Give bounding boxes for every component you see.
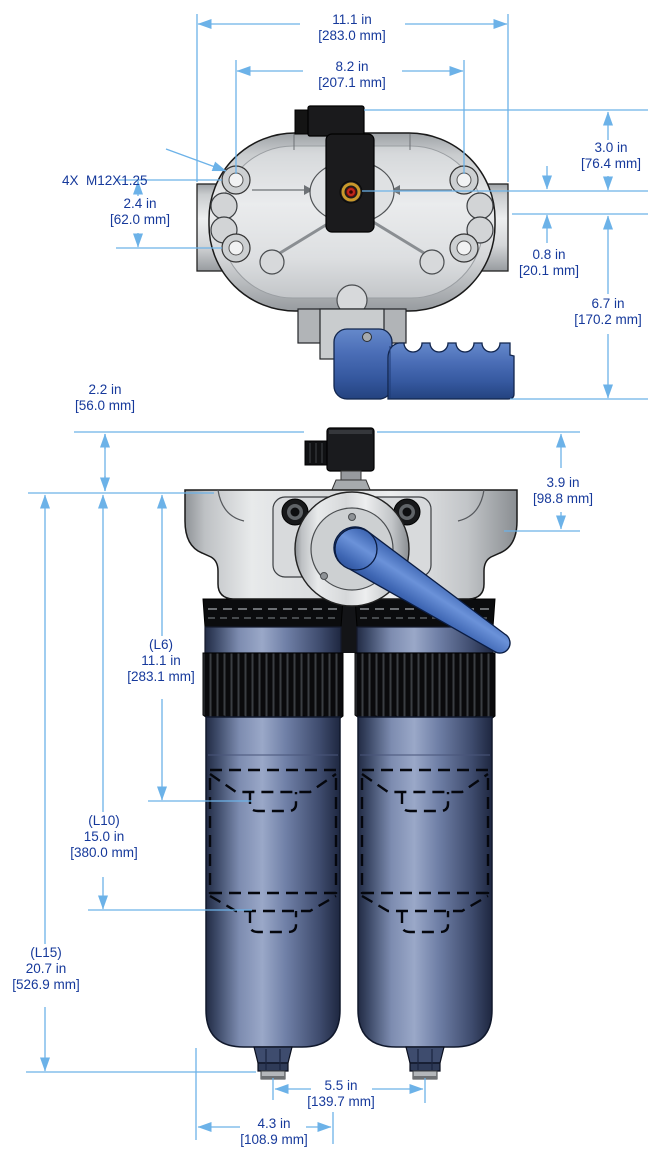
- value-mm: [20.1 mm]: [518, 263, 580, 278]
- front-view: [184, 427, 518, 1081]
- differential-indicator: [339, 180, 363, 204]
- dim-bolt-vertical: 2.4 in [62.0 mm]: [110, 196, 170, 228]
- value-in: 3.0 in: [594, 140, 628, 155]
- top-view: [196, 105, 515, 400]
- filter-bowl-left: [201, 597, 345, 1081]
- value-mm: [207.1 mm]: [318, 75, 386, 90]
- value-mm: [108.9 mm]: [240, 1132, 308, 1147]
- value-mm: [283.1 mm]: [127, 669, 195, 684]
- dim-bowl-pitch: 5.5 in [139.7 mm]: [307, 1078, 375, 1110]
- value-mm: [56.0 mm]: [74, 398, 136, 413]
- handle-hub: [334, 527, 378, 571]
- value-mm: [98.8 mm]: [532, 491, 594, 506]
- bolt-hole: [221, 233, 251, 263]
- dim-l6: (L6) 11.1 in [283.1 mm]: [127, 637, 195, 685]
- value-mm: [380.0 mm]: [70, 845, 138, 860]
- value-mm: [170.2 mm]: [574, 312, 642, 327]
- electrical-connector-top: [294, 105, 375, 233]
- value-in: 11.1 in: [141, 653, 181, 668]
- value-in: 20.7 in: [25, 961, 67, 976]
- value-in: 15.0 in: [83, 829, 125, 844]
- value-label: (L10): [88, 813, 120, 828]
- head-bolt: [281, 498, 309, 526]
- dim-l15: (L15) 20.7 in [526.9 mm]: [12, 945, 80, 993]
- value-label: (L6): [148, 637, 173, 652]
- value-mm: [62.0 mm]: [109, 212, 171, 227]
- value-in: 5.5 in: [324, 1078, 358, 1093]
- dim-port-drop: 0.8 in [20.1 mm]: [519, 247, 579, 279]
- dim-handle-reach: 6.7 in [170.2 mm]: [574, 296, 642, 328]
- dim-drain-offset: 4.3 in [108.9 mm]: [240, 1116, 308, 1148]
- value-in: 0.8 in: [532, 247, 566, 262]
- bolt-boss-chain: [210, 192, 494, 244]
- dimension-lines: [26, 14, 648, 1144]
- value-in: 3.9 in: [546, 475, 580, 490]
- electrical-connector-front: [304, 427, 375, 493]
- value-in: 6.7 in: [591, 296, 625, 311]
- value-in: 2.4 in: [123, 196, 157, 211]
- dim-head-height: 3.9 in [98.8 mm]: [533, 475, 593, 507]
- dim-bolt-span: 8.2 in [207.1 mm]: [318, 59, 386, 91]
- bolt-hole: [221, 165, 251, 195]
- value-in: 8.2 in: [335, 59, 369, 74]
- value-callout: 4X M12X1.25: [62, 173, 148, 188]
- dim-overall-width: 11.1 in [283.0 mm]: [318, 12, 386, 44]
- value-in: 4.3 in: [257, 1116, 291, 1131]
- filter-bowl-right: [353, 597, 497, 1081]
- value-label: (L15): [30, 945, 62, 960]
- value-in: 11.1 in: [332, 12, 372, 27]
- bolt-hole: [449, 165, 479, 195]
- value-in: 2.2 in: [88, 382, 122, 397]
- dim-connector-height: 3.0 in [76.4 mm]: [581, 140, 641, 172]
- value-mm: [283.0 mm]: [318, 28, 386, 43]
- handle-top-view: [333, 328, 515, 400]
- value-mm: [139.7 mm]: [307, 1094, 375, 1109]
- bolt-hole: [449, 233, 479, 263]
- mounting-bolt-holes: [221, 165, 479, 263]
- thread-callout: 4X M12X1.25: [62, 141, 148, 205]
- dim-connector-top: 2.2 in [56.0 mm]: [75, 382, 135, 414]
- value-mm: [526.9 mm]: [12, 977, 80, 992]
- dim-l10: (L10) 15.0 in [380.0 mm]: [70, 813, 138, 861]
- value-mm: [76.4 mm]: [580, 156, 642, 171]
